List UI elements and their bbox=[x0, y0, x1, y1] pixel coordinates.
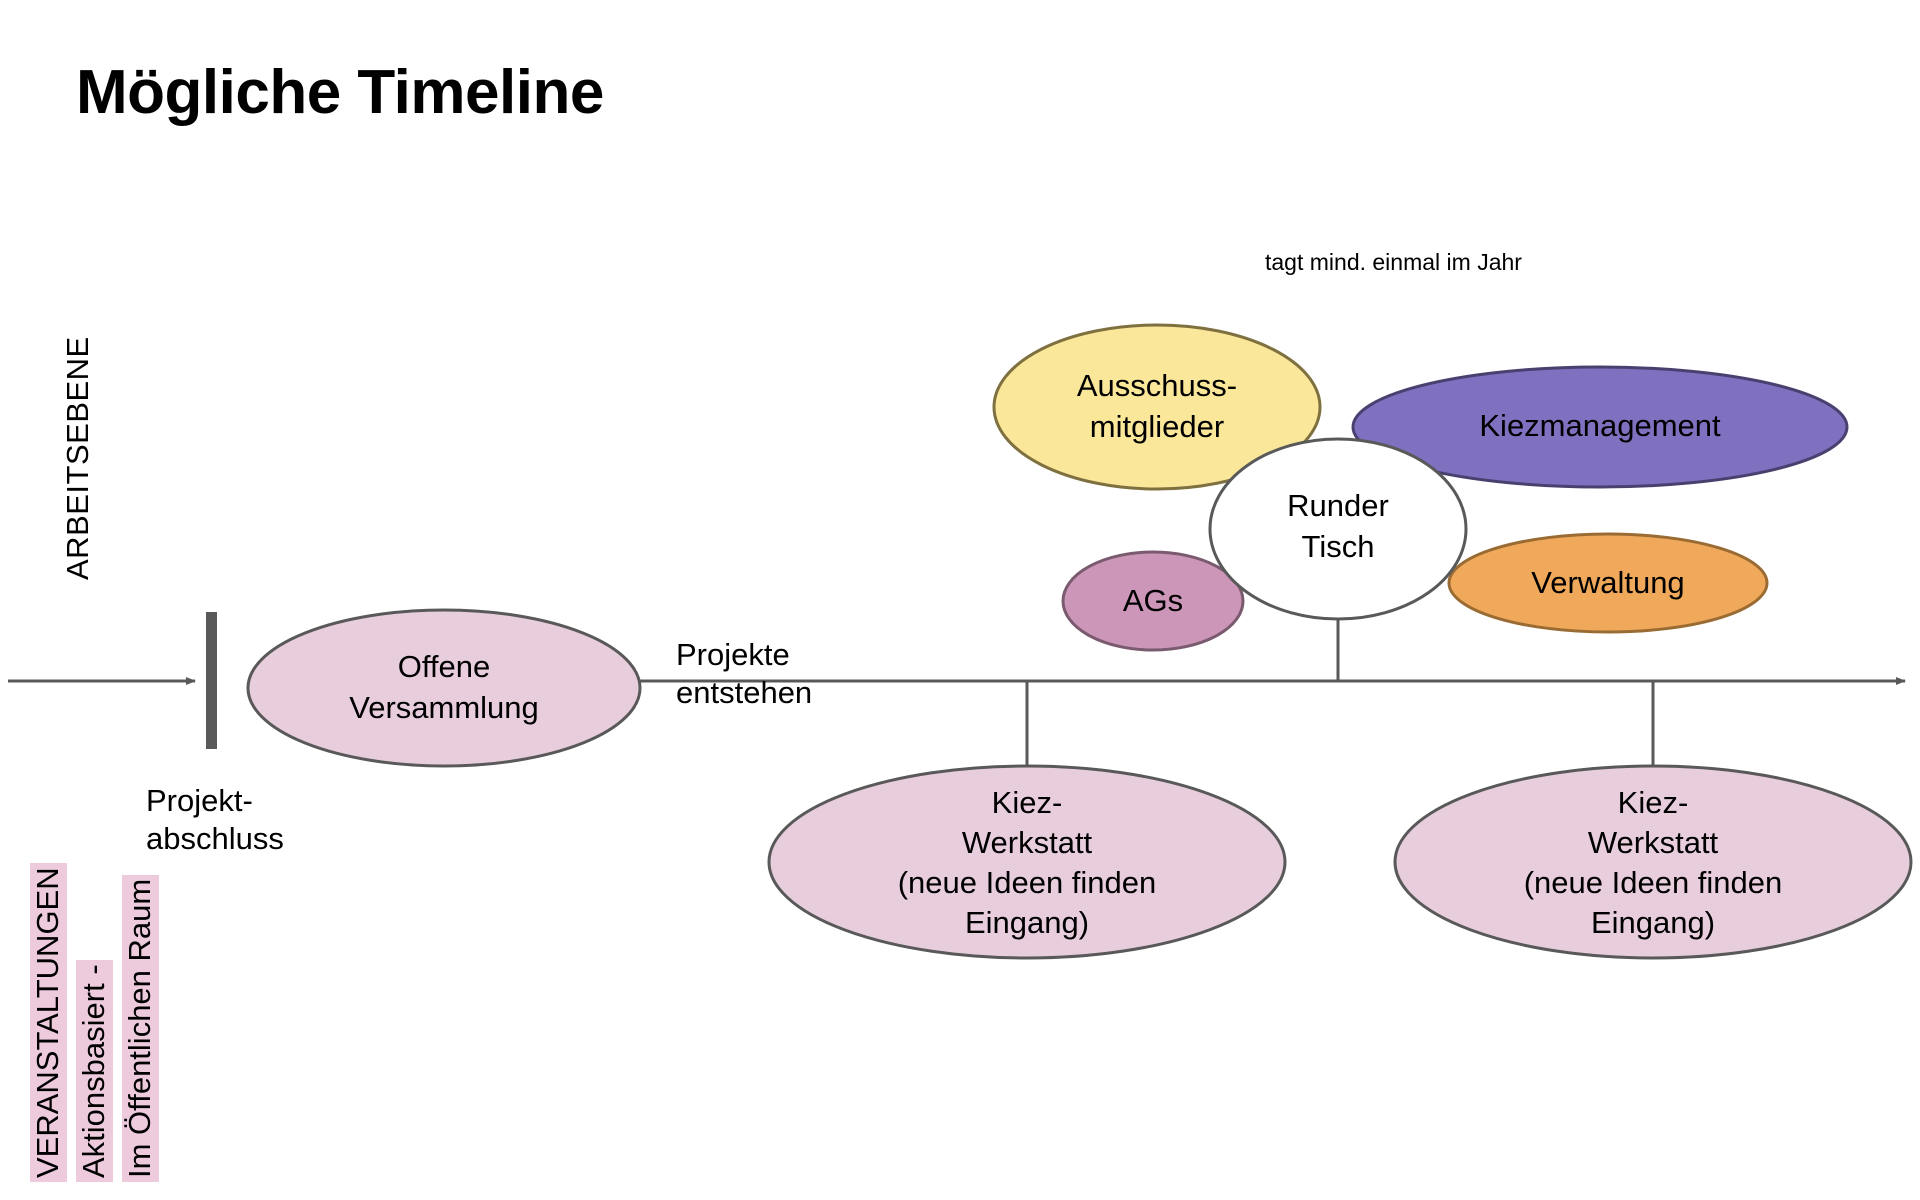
node-verwaltung[interactable]: Verwaltung bbox=[1447, 532, 1769, 634]
ausschussmitglieder-label-2: mitglieder bbox=[1090, 409, 1224, 444]
label-tagt-hinweis: tagt mind. einmal im Jahr bbox=[1265, 249, 1522, 275]
axis-label-arbeitsebene: ARBEITSEBENE bbox=[60, 336, 95, 580]
kiez-werkstatt-1-label-2: Werkstatt bbox=[962, 825, 1093, 860]
kiez-werkstatt-1-label-1: Kiez- bbox=[992, 785, 1063, 820]
node-offene-versammlung[interactable]: Offene Versammlung bbox=[246, 608, 642, 768]
highlighted-label-aktionsbasiert: Aktionsbasiert - bbox=[76, 960, 113, 1182]
kiezmanagement-label: Kiezmanagement bbox=[1479, 408, 1721, 443]
highlighted-label-im-oeffentlichen-raum: Im Öffentlichen Raum bbox=[122, 874, 159, 1182]
kiez-werkstatt-2-label-2: Werkstatt bbox=[1588, 825, 1719, 860]
offene-versammlung-label-2: Versammlung bbox=[349, 690, 539, 725]
node-kiez-werkstatt-1[interactable]: Kiez- Werkstatt (neue Ideen finden Einga… bbox=[767, 764, 1287, 960]
node-ausschussmitglieder[interactable]: Ausschuss- mitglieder bbox=[992, 323, 1322, 491]
offene-versammlung-label-1: Offene bbox=[398, 649, 491, 684]
runder-tisch-label-2: Tisch bbox=[1302, 529, 1375, 564]
label-projekte-entstehen: Projekte entstehen bbox=[676, 637, 813, 710]
projektabschluss-marker bbox=[206, 612, 217, 749]
kiez-werkstatt-1-label-3: (neue Ideen finden bbox=[898, 865, 1157, 900]
kiez-werkstatt-2-label-3: (neue Ideen finden bbox=[1524, 865, 1783, 900]
kiez-werkstatt-2-label-4: Eingang) bbox=[1591, 905, 1715, 940]
ausschussmitglieder-label-1: Ausschuss- bbox=[1077, 368, 1237, 403]
page-title: Mögliche Timeline bbox=[76, 58, 604, 127]
label-projektabschluss: Projekt- abschluss bbox=[146, 783, 284, 856]
ags-label: AGs bbox=[1123, 583, 1183, 618]
node-kiez-werkstatt-2[interactable]: Kiez- Werkstatt (neue Ideen finden Einga… bbox=[1393, 764, 1913, 960]
node-runder-tisch[interactable]: Runder Tisch bbox=[1208, 437, 1468, 621]
node-kiezmanagement[interactable]: Kiezmanagement bbox=[1351, 365, 1849, 489]
verwaltung-label: Verwaltung bbox=[1531, 565, 1684, 600]
runder-tisch-label-1: Runder bbox=[1287, 488, 1389, 523]
kiez-werkstatt-1-label-4: Eingang) bbox=[965, 905, 1089, 940]
kiez-werkstatt-2-label-1: Kiez- bbox=[1618, 785, 1689, 820]
node-ags[interactable]: AGs bbox=[1061, 550, 1245, 652]
highlighted-label-veranstaltungen: VERANSTALTUNGEN bbox=[30, 863, 67, 1182]
